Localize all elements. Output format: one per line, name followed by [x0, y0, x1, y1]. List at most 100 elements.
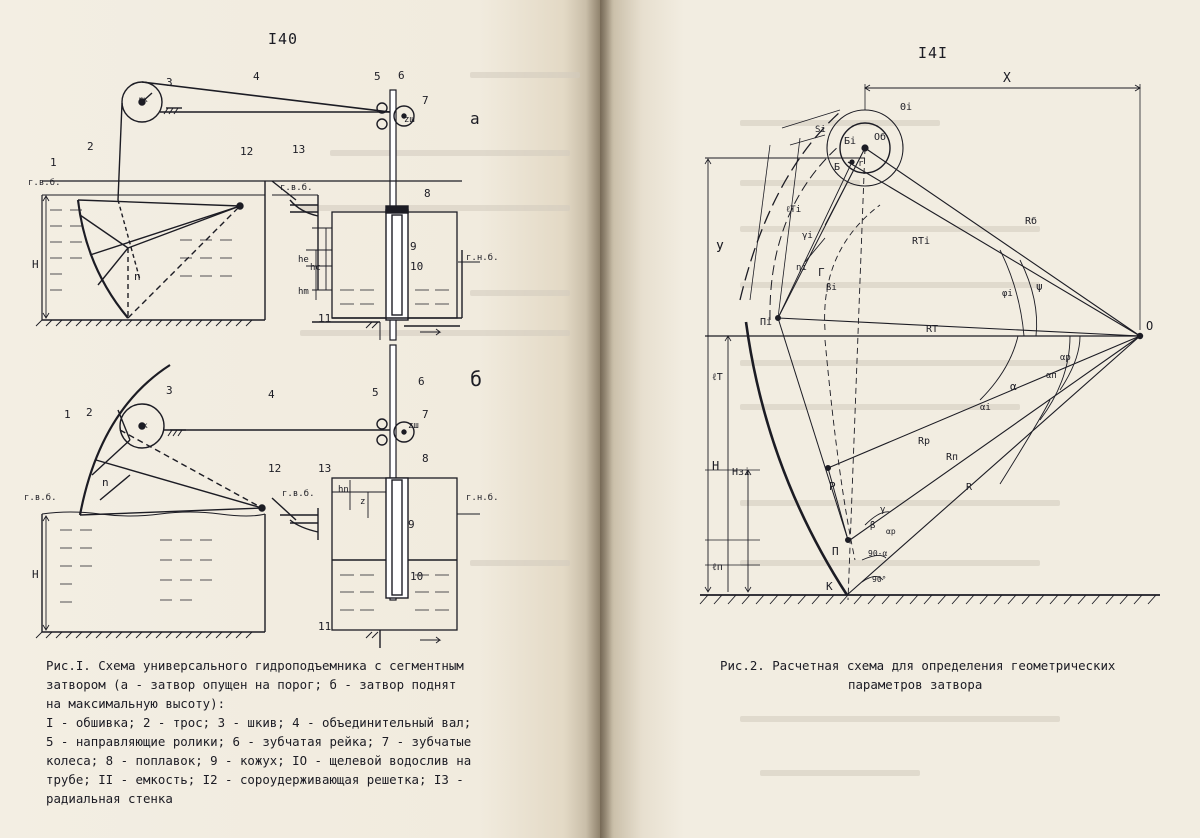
- figure-label: P: [829, 480, 836, 493]
- figure-label: 7: [422, 94, 429, 107]
- bleed-through: [760, 770, 920, 776]
- figure-label: 13: [318, 462, 331, 475]
- figure-label: 11: [318, 620, 331, 633]
- figure-label: 11: [318, 312, 331, 325]
- figure-label: Hзi: [732, 467, 750, 478]
- figure-label: H: [32, 568, 39, 581]
- figure-label: ηi: [796, 263, 807, 273]
- figure-label: г.в.б.: [24, 492, 57, 503]
- figure-label: zш: [408, 421, 419, 431]
- bleed-through: [740, 716, 1060, 722]
- figure-label: n: [134, 270, 141, 283]
- figure-label: O: [1146, 319, 1153, 333]
- caption-line: Рис.2. Расчетная схема для определения г…: [720, 658, 1116, 673]
- figure-label: г.в.б.: [28, 177, 61, 188]
- bleed-through: [740, 180, 860, 186]
- bleed-through: [740, 282, 1040, 288]
- figure-label: rк: [138, 95, 148, 104]
- figure-label: 4: [268, 388, 275, 401]
- figure-label: Б: [834, 162, 840, 173]
- figure-label: 8: [422, 452, 429, 465]
- figure-label: Rп: [946, 452, 958, 463]
- bleed-through: [740, 360, 1070, 366]
- caption-line: колеса; 8 - поплавок; 9 - кожух; IO - ще…: [46, 753, 472, 768]
- right-page: I4I: [600, 0, 1200, 838]
- bleed-through: [740, 226, 1040, 232]
- figure-label: 90°: [872, 575, 886, 584]
- caption-line: I - обшивка; 2 - трос; 3 - шкив; 4 - объ…: [46, 715, 472, 730]
- figure-1: 3 4 2 1 5 6 7 zш rк 12 13 8 9 10 11 г.в.…: [24, 69, 499, 648]
- bleed-through: [740, 404, 1020, 410]
- figure-label: n: [102, 476, 109, 489]
- figure-label: hc: [310, 263, 321, 273]
- figure-label: Si: [815, 125, 826, 135]
- figure-label: r: [858, 159, 864, 169]
- caption-line: на максимальную высоту):: [46, 696, 226, 711]
- caption-line: трубе; II - емкость; I2 - сороудерживающ…: [46, 772, 464, 787]
- bleed-through: [740, 560, 1040, 566]
- figure-label: 6: [398, 69, 405, 82]
- figure-label: 13: [292, 143, 305, 156]
- figure-label: hm: [298, 287, 309, 297]
- figure-label: γi: [802, 231, 813, 241]
- figure-label: 12: [268, 462, 281, 475]
- bleed-through: [470, 560, 570, 566]
- figure-label: 9: [408, 518, 415, 531]
- figure-label: 10: [410, 260, 423, 273]
- figure-label: αр: [886, 527, 896, 536]
- caption-line: параметров затвора: [848, 677, 983, 692]
- figure-label: 8: [424, 187, 431, 200]
- figure-label: α: [1010, 380, 1017, 393]
- bleed-through: [300, 205, 570, 211]
- figure-label: αп: [1046, 371, 1057, 381]
- figure-label: X: [1003, 71, 1011, 86]
- figure-label: H: [32, 258, 39, 271]
- figure-label: 1: [50, 156, 57, 169]
- figure-label: 3: [166, 384, 173, 397]
- bleed-through: [470, 72, 580, 78]
- page-number-left: I40: [268, 30, 299, 48]
- figure-label: H: [712, 459, 719, 473]
- figure-label: П: [832, 545, 839, 558]
- figure-label: а: [470, 109, 480, 128]
- figure-label: 10: [410, 570, 423, 583]
- figure-label: 9: [410, 240, 417, 253]
- figure-label: ψ: [1036, 280, 1043, 293]
- figure-label: αр: [1060, 353, 1071, 363]
- caption-line: 5 - направляющие ролики; 6 - зубчатая ре…: [46, 734, 472, 749]
- figure-label: У: [716, 241, 724, 256]
- left-page: I40: [0, 0, 600, 838]
- figure-label: γ: [880, 505, 885, 515]
- bleed-through: [300, 330, 570, 336]
- figure-label: 4: [253, 70, 260, 83]
- figure-label: 3: [166, 76, 173, 89]
- bleed-through: [740, 120, 940, 126]
- caption-line: Рис.I. Схема универсального гидроподъемн…: [46, 658, 464, 673]
- figure-label: ℓTi: [786, 205, 801, 215]
- figure-label: 5: [374, 70, 381, 83]
- figure-label: βi: [826, 283, 837, 293]
- figure-label: 90-α: [868, 549, 887, 558]
- figure-label: 7: [422, 408, 429, 421]
- caption-line: затвором (а - затвор опущен на порог; б …: [46, 677, 457, 692]
- figure-label: 5: [372, 386, 379, 399]
- figure-label: г.н.б.: [466, 252, 499, 263]
- figure-label: 6: [418, 375, 425, 388]
- figure-label: rк: [138, 421, 148, 430]
- figure-label: 1: [64, 408, 71, 421]
- figure-label: К: [826, 580, 833, 593]
- figure-label: 12: [240, 145, 253, 158]
- figure-label: г.в.б.: [282, 488, 315, 499]
- figure-label: Г: [818, 266, 825, 279]
- figure-label: г.в.б.: [280, 182, 313, 193]
- bleed-through: [470, 290, 570, 296]
- bleed-through: [330, 150, 570, 156]
- figure-label: Oб: [874, 131, 886, 143]
- figure-label: 2: [86, 406, 93, 419]
- figure-1-caption: Рис.I. Схема универсального гидроподъемн…: [46, 656, 471, 808]
- figure-label: R: [966, 482, 973, 493]
- figure-label: ℓп: [712, 562, 723, 573]
- figure-label: αi: [980, 403, 991, 413]
- figure-label: ℓT: [712, 372, 723, 383]
- figure-label: Бi: [844, 136, 856, 147]
